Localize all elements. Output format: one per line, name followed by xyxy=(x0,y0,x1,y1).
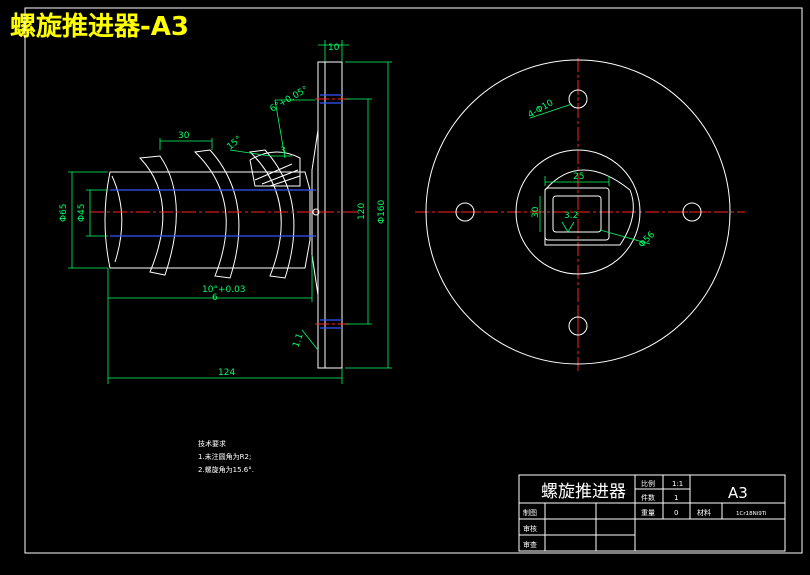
bolt-hole-right xyxy=(682,202,702,222)
dim-pitch: 30 xyxy=(178,131,190,141)
flight-1 xyxy=(138,155,177,276)
dim-overall-length: 124 xyxy=(218,368,235,378)
dim-thread-depth: 3 xyxy=(280,146,286,156)
bolt-hole-top xyxy=(568,89,588,109)
flange-outer-circle xyxy=(425,59,731,365)
flight-4 xyxy=(111,175,123,263)
notes-line-2: 2.螺旋角为15.6°. xyxy=(198,465,254,474)
scale-label: 比例 xyxy=(641,479,655,488)
scale-value: 1:1 xyxy=(672,480,683,488)
hidden-lines xyxy=(110,94,342,329)
qty-value: 1 xyxy=(674,494,678,502)
dim-flange-chamfer: 1.1 xyxy=(291,332,305,349)
key-slot-inner xyxy=(552,195,602,233)
flange-outline xyxy=(317,61,343,369)
dim-flange-thickness: 10 xyxy=(328,43,340,53)
dim-hub-dia: Φ56 xyxy=(637,230,657,250)
front-dimensions xyxy=(529,103,651,245)
bore-mark xyxy=(312,208,320,216)
dim-thread-angle: 15° xyxy=(226,134,245,152)
side-dimensions xyxy=(68,40,392,384)
approve-label: 审查 xyxy=(523,540,537,549)
dim-flange-dia: Φ160 xyxy=(377,199,387,224)
dim-bore-small: 6 xyxy=(212,293,218,303)
sheet-size: A3 xyxy=(728,484,748,502)
center-lines xyxy=(90,58,745,372)
overlay-title: 螺旋推进器-A3 xyxy=(10,12,190,42)
notes-heading: 技术要求 xyxy=(198,439,226,448)
title-block xyxy=(518,474,786,552)
flight-3 xyxy=(248,149,295,279)
drawing-border xyxy=(24,7,803,554)
technical-notes: 技术要求 1.未注圆角为R2; 2.螺旋角为15.6°. xyxy=(198,439,254,474)
hub-taper xyxy=(311,129,319,296)
dim-surface-finish: 3.2 xyxy=(564,211,578,221)
weight-value: 0 xyxy=(674,509,678,517)
check-label: 审核 xyxy=(523,524,537,533)
front-view xyxy=(425,59,731,365)
hub-circle xyxy=(515,149,641,275)
material-label: 材料 xyxy=(697,508,711,517)
dim-hole-spec: 4-Φ10 xyxy=(527,98,556,121)
drawing-name: 螺旋推进器 xyxy=(541,482,626,502)
material-value: 1Cr18Ni9Ti xyxy=(736,511,767,517)
dim-bore-spec: 10°+0.03 xyxy=(202,285,246,295)
notes-line-1: 1.未注圆角为R2; xyxy=(198,452,251,461)
dim-key-depth: 30 xyxy=(531,206,541,218)
title-block-text: 螺旋推进器 比例 1:1 件数 1 A3 制图 审核 审查 重量 0 材料 1C… xyxy=(523,479,767,549)
hub-bore xyxy=(544,169,634,246)
drawn-label: 制图 xyxy=(523,508,537,517)
weight-label: 重量 xyxy=(641,509,655,517)
qty-label: 件数 xyxy=(641,493,655,502)
dim-key-width: 25 xyxy=(573,172,584,182)
key-slot xyxy=(544,187,610,241)
side-view xyxy=(104,61,343,369)
bolt-hole-bottom xyxy=(568,316,588,336)
dim-screw-outer: Φ65 xyxy=(59,203,69,222)
dim-bolt-circle: 120 xyxy=(357,203,367,220)
section-detail xyxy=(249,151,301,187)
bolt-hole-left xyxy=(455,202,475,222)
dim-screw-root: Φ45 xyxy=(77,203,87,222)
flight-2 xyxy=(193,149,240,279)
